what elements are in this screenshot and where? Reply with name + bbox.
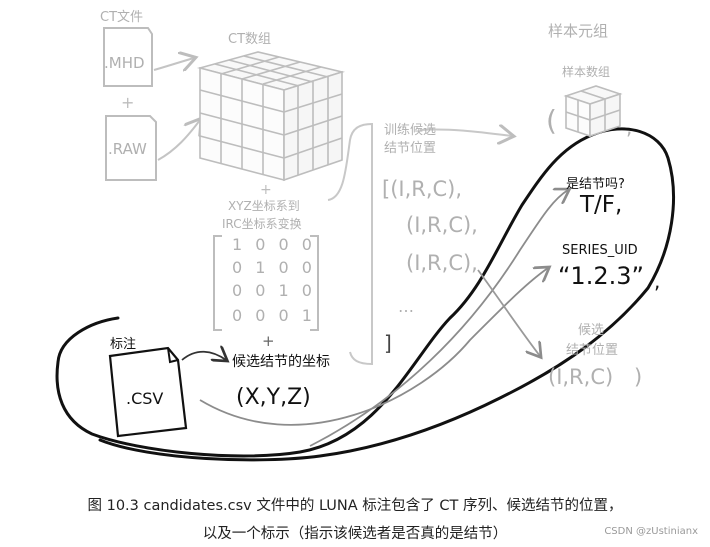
arrow-raw-to-cube bbox=[157, 120, 200, 161]
candidate-irc: (I,R,C) bbox=[548, 365, 613, 389]
matrix-row-1: 1 0 0 0 bbox=[232, 235, 316, 254]
tf-label: T/F, bbox=[579, 192, 622, 218]
irc-list-item-2: (I,R,C), bbox=[406, 213, 478, 237]
ct-cube-icon bbox=[196, 51, 346, 182]
tuple-close-paren: ) bbox=[634, 365, 642, 389]
list-close-bracket: ] bbox=[384, 331, 392, 355]
sample-array-label: 样本数组 bbox=[562, 64, 610, 79]
list-ellipsis: … bbox=[398, 297, 414, 316]
irc-list-item-3: (I,R,C), bbox=[406, 251, 478, 275]
mhd-file-icon bbox=[103, 27, 153, 87]
sample-cube-icon bbox=[563, 85, 623, 138]
annotation-outline bbox=[55, 127, 675, 462]
bracket-to-training bbox=[327, 122, 373, 366]
csv-label: .CSV bbox=[126, 389, 163, 408]
arrow-csv-to-coords bbox=[181, 352, 226, 360]
matrix-row-3: 0 0 1 0 bbox=[232, 281, 316, 300]
candidate-pos-label-2: 结节位置 bbox=[566, 343, 618, 358]
transform-matrix bbox=[213, 235, 319, 331]
caption-line-2: 以及一个标示（指示该候选者是否真的是结节） bbox=[202, 526, 508, 542]
xyz-label: (X,Y,Z) bbox=[236, 385, 311, 410]
tuple-comma: , bbox=[626, 115, 632, 139]
plus-3: + bbox=[262, 332, 275, 350]
training-label-1: 训练候选 bbox=[384, 123, 436, 138]
irc-list-item-1: [(I,R,C), bbox=[382, 177, 462, 201]
series-uid-label: SERIES_UID bbox=[562, 243, 638, 258]
raw-label: .RAW bbox=[108, 140, 147, 158]
annotation-label: 标注 bbox=[110, 337, 136, 352]
uid-value: “1.2.3” bbox=[558, 262, 644, 290]
candidate-pos-label-1: 候选 bbox=[578, 323, 604, 338]
raw-file-icon bbox=[105, 115, 157, 181]
plus-1: + bbox=[121, 93, 134, 112]
ct-array-label: CT数组 bbox=[228, 32, 271, 47]
training-label-2: 结节位置 bbox=[384, 141, 436, 156]
candidate-coords-label: 候选结节的坐标 bbox=[232, 354, 330, 370]
is-nodule-label: 是结节吗? bbox=[566, 177, 625, 192]
sample-tuple-label: 样本元组 bbox=[548, 22, 608, 40]
arrow-training-to-sample bbox=[419, 129, 512, 136]
transform-label-2: IRC坐标系变换 bbox=[222, 216, 302, 231]
uid-comma: , bbox=[654, 269, 660, 293]
ct-file-label: CT文件 bbox=[100, 10, 143, 25]
matrix-row-2: 0 1 0 0 bbox=[232, 258, 316, 277]
watermark: CSDN @zUstinianx bbox=[604, 526, 698, 537]
arrow-to-candidate-pos bbox=[477, 269, 540, 356]
csv-file-icon bbox=[108, 346, 188, 438]
mhd-label: .MHD bbox=[104, 54, 145, 72]
tuple-open-paren: ( bbox=[546, 104, 557, 137]
transform-label-1: XYZ坐标系到 bbox=[228, 199, 300, 213]
plus-2: + bbox=[260, 182, 272, 198]
arrow-mhd-to-cube bbox=[153, 58, 194, 70]
arrow-to-series-uid bbox=[199, 268, 548, 426]
caption-line-1: 图 10.3 candidates.csv 文件中的 LUNA 标注包含了 CT… bbox=[87, 498, 623, 514]
matrix-row-4: 0 0 0 1 bbox=[232, 306, 316, 325]
